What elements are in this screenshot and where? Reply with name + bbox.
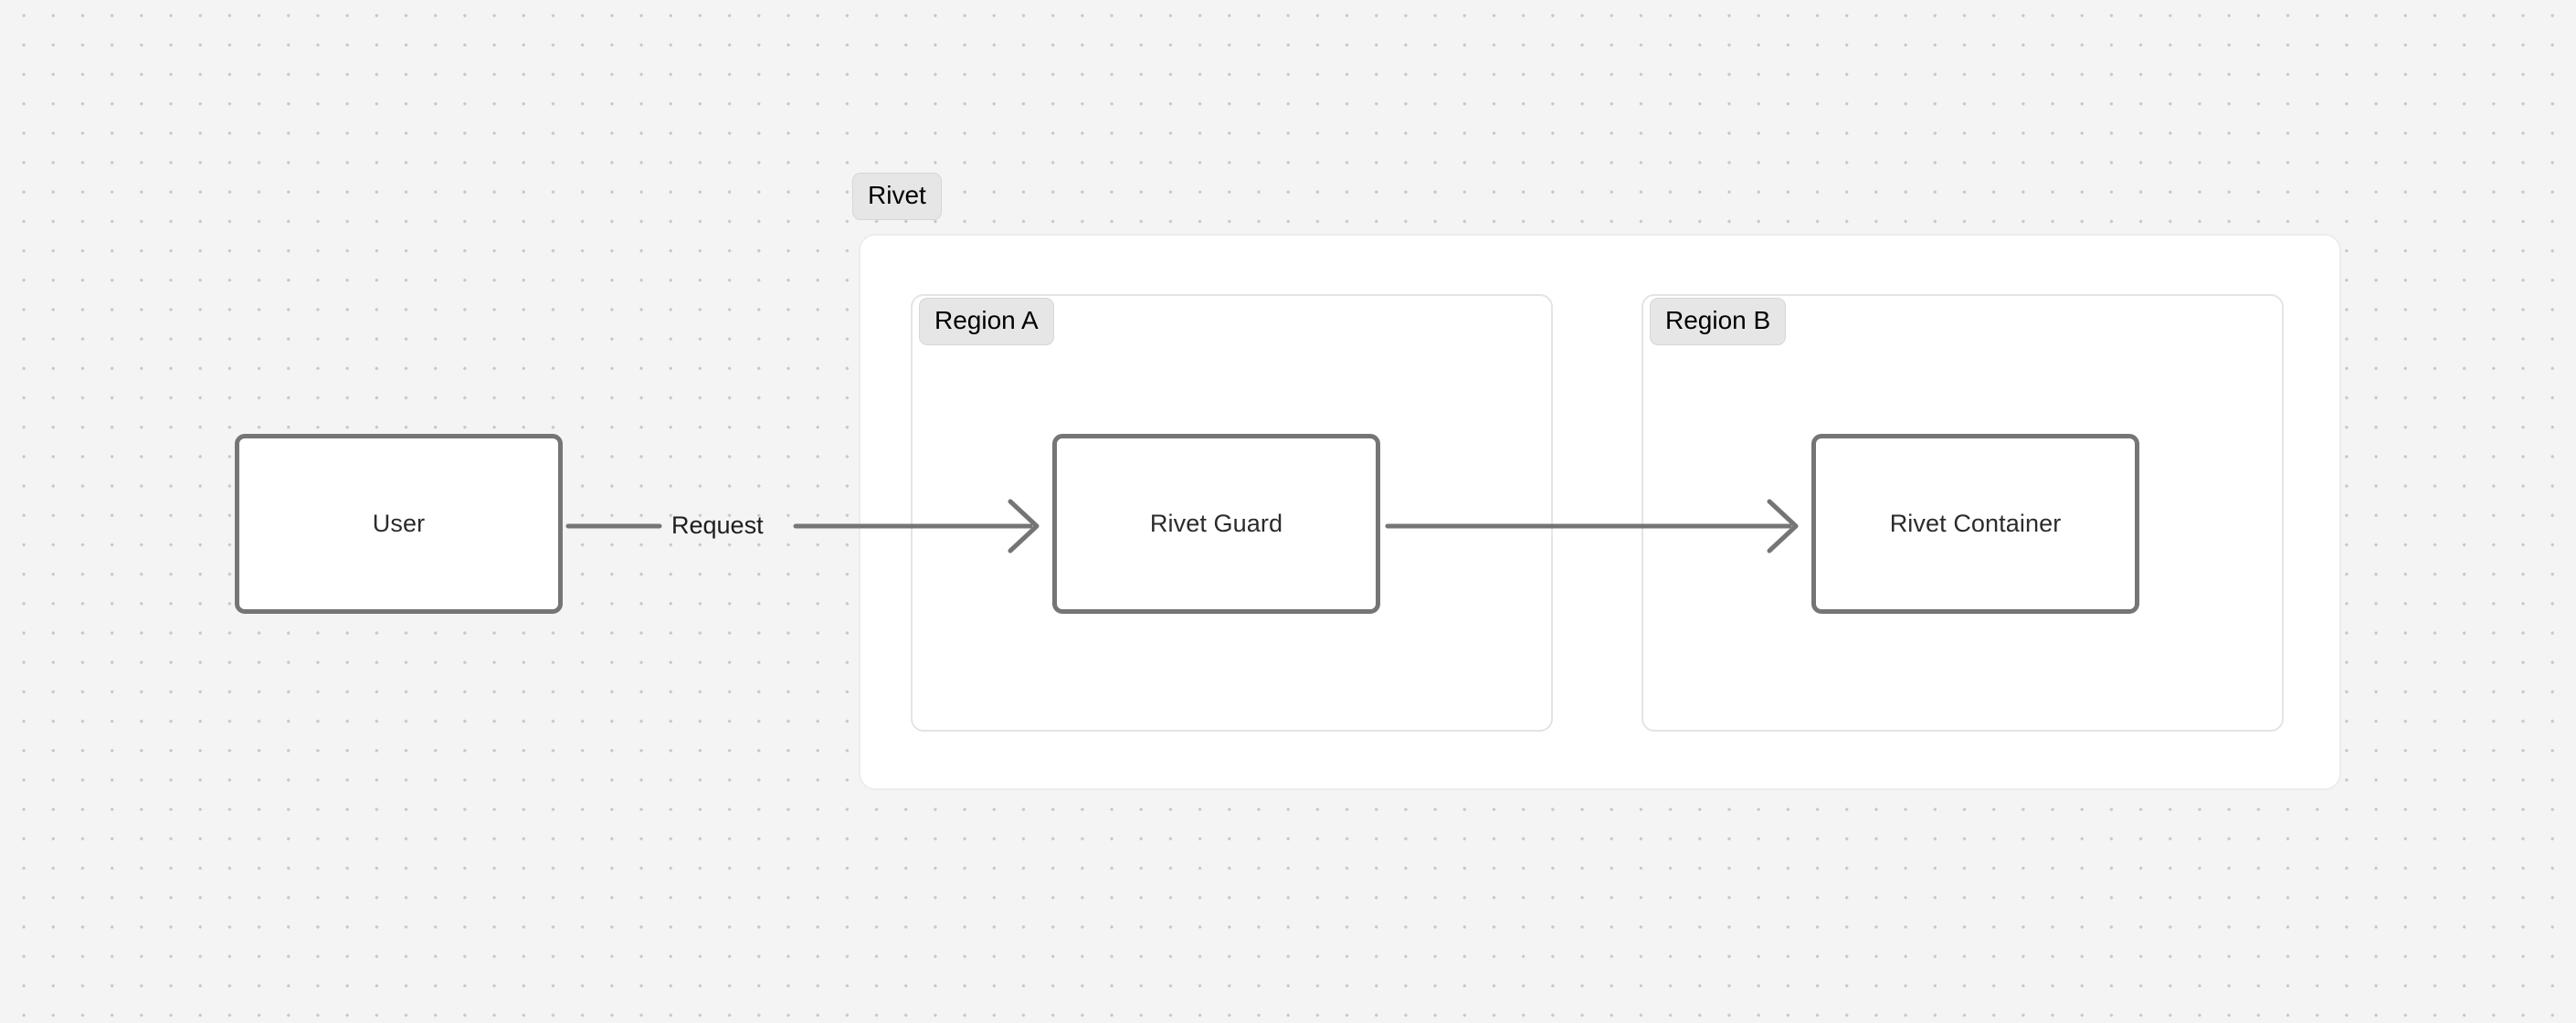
node-rivet-container[interactable]: Rivet Container (1811, 434, 2139, 614)
node-rivet-guard[interactable]: Rivet Guard (1052, 434, 1380, 614)
group-label-region-b[interactable]: Region B (1650, 298, 1787, 345)
edge-label-request[interactable]: Request (671, 512, 764, 539)
node-label-rivet-guard: Rivet Guard (1149, 510, 1283, 537)
group-label-region-a[interactable]: Region A (919, 298, 1054, 345)
node-label-user: User (372, 510, 426, 537)
group-label-rivet[interactable]: Rivet (852, 173, 942, 220)
node-user[interactable]: User (235, 434, 563, 614)
node-label-rivet-container: Rivet Container (1889, 510, 2062, 537)
